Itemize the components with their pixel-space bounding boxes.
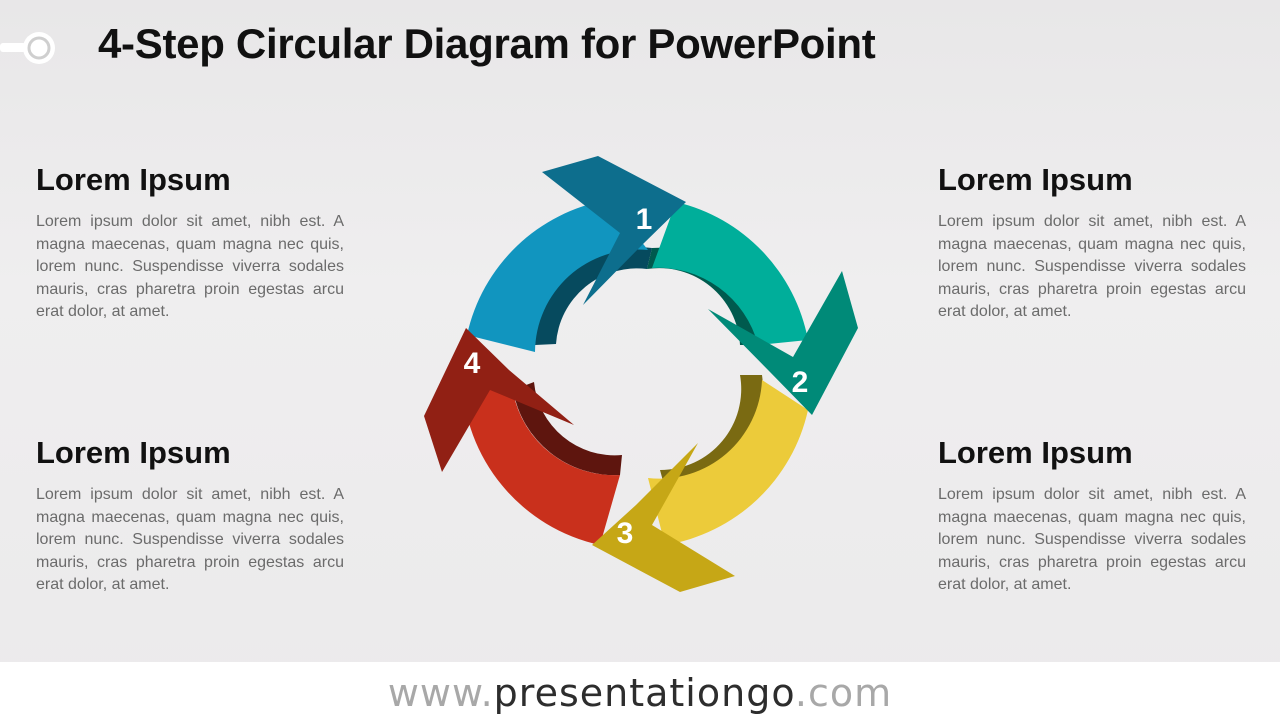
- slide: 4-Step Circular Diagram for PowerPoint L…: [0, 20, 1246, 597]
- text-block-bottom-left: Lorem Ipsum Lorem ipsum dolor sit amet, …: [36, 434, 344, 597]
- step-number-3: 3: [617, 517, 634, 550]
- page-title: 4-Step Circular Diagram for PowerPoint: [98, 20, 876, 67]
- footer-url-suffix: .com: [794, 671, 893, 715]
- title-marker-icon: [0, 32, 55, 64]
- text-block-top-right: Lorem Ipsum Lorem ipsum dolor sit amet, …: [938, 161, 1246, 324]
- step-4-band: [462, 378, 620, 545]
- block-heading: Lorem Ipsum: [938, 162, 1133, 197]
- block-heading: Lorem Ipsum: [36, 162, 231, 197]
- step-4-arrow: [424, 328, 574, 472]
- step-2-band: [652, 202, 808, 345]
- block-body: Lorem ipsum dolor sit amet, nibh est. A …: [938, 486, 1246, 593]
- text-block-top-left: Lorem Ipsum Lorem ipsum dolor sit amet, …: [36, 161, 344, 324]
- footer-url-prefix: www.: [387, 671, 494, 715]
- step-3-arrow: [592, 443, 735, 592]
- block-heading: Lorem Ipsum: [36, 435, 231, 470]
- step-number-2: 2: [792, 366, 809, 399]
- step-2-arrow: [708, 271, 858, 415]
- step-1-inner-band: [535, 247, 652, 345]
- circular-diagram: 1 2 3 4: [424, 156, 858, 592]
- text-block-bottom-right: Lorem Ipsum Lorem ipsum dolor sit amet, …: [938, 434, 1246, 597]
- block-body: Lorem ipsum dolor sit amet, nibh est. A …: [36, 486, 344, 593]
- step-number-1: 1: [636, 203, 653, 236]
- block-body: Lorem ipsum dolor sit amet, nibh est. A …: [36, 213, 344, 320]
- step-1-arrow: [542, 156, 686, 305]
- block-heading: Lorem Ipsum: [938, 435, 1133, 470]
- footer-bar: www.presentationgo.com: [0, 662, 1280, 720]
- footer-url-domain: presentationgo: [493, 671, 795, 715]
- step-1-band: [467, 200, 648, 352]
- block-body: Lorem ipsum dolor sit amet, nibh est. A …: [938, 213, 1246, 320]
- footer-url: www.presentationgo.com: [388, 671, 892, 715]
- step-3-band: [648, 380, 808, 545]
- step-number-4: 4: [464, 347, 481, 380]
